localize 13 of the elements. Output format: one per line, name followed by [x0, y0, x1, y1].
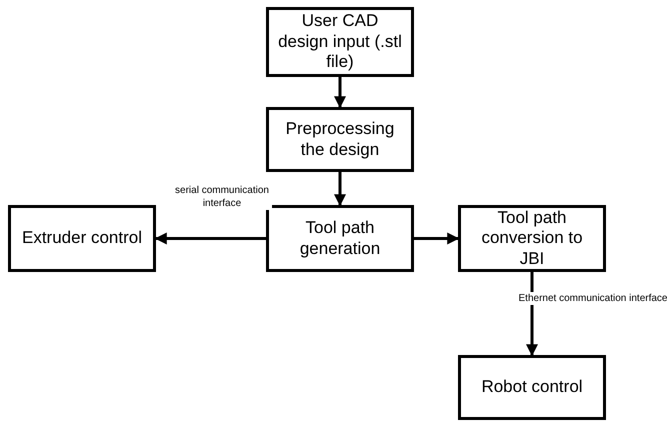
process-box: User CAD design input (.stl file) — [266, 7, 414, 77]
process-box: Tool path conversion to JBI — [458, 205, 606, 272]
process-box: Preprocessing the design — [266, 107, 414, 172]
arrow — [334, 172, 346, 206]
process-box: Extruder control — [8, 205, 156, 272]
process-box: Tool path generation — [266, 205, 414, 272]
arrow — [526, 272, 538, 356]
edge-label: serial communication interface — [172, 184, 272, 210]
edge-label: Ethernet communication interface — [518, 292, 667, 305]
arrow — [154, 232, 266, 244]
arrow — [414, 232, 460, 244]
arrow — [334, 77, 346, 108]
process-box: Robot control — [458, 355, 606, 420]
